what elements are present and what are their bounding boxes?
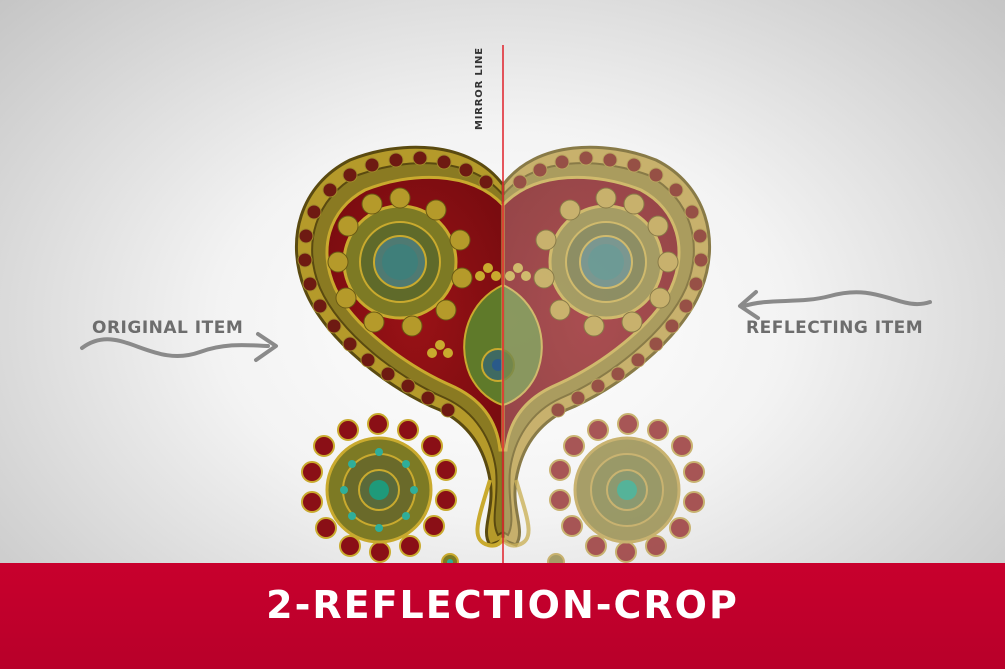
left-arrow-icon	[80, 337, 270, 359]
right-arrow-icon	[742, 290, 932, 308]
reflecting-item-label: REFLECTING ITEM	[746, 318, 924, 338]
original-item-label: ORIGINAL ITEM	[92, 318, 244, 338]
title-banner	[0, 563, 1005, 669]
ornament-stem	[475, 479, 505, 548]
reflecting-small-medallion	[547, 413, 705, 574]
mirror-line-label: MIRROR LINE	[474, 47, 485, 130]
original-small-medallion	[301, 413, 459, 574]
banner-title: 2-REFLECTION-CROP	[266, 583, 739, 627]
reflecting-heart-ornament	[501, 145, 712, 547]
original-heart-ornament	[294, 145, 515, 547]
